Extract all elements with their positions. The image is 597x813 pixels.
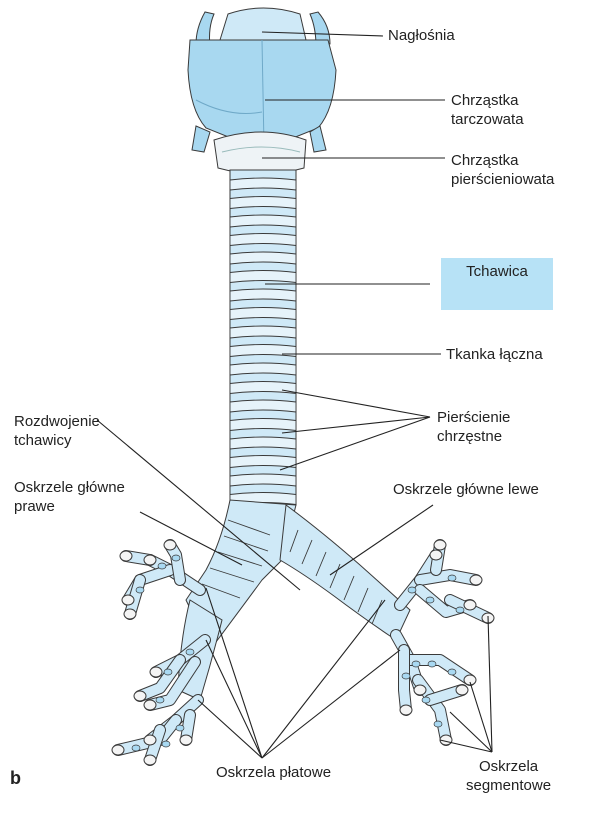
cartilage-plate bbox=[456, 607, 464, 613]
cartilage-ring bbox=[230, 234, 296, 246]
cartilage-ring bbox=[230, 289, 296, 301]
cartilage-ring bbox=[230, 419, 296, 431]
larynx bbox=[188, 8, 336, 174]
cartilage-ring bbox=[230, 197, 296, 209]
cut-end bbox=[122, 595, 134, 605]
cartilage-plate bbox=[164, 669, 172, 675]
panel-letter: b bbox=[10, 768, 21, 789]
label-oskrzela-platowe: Oskrzela płatowe bbox=[216, 763, 331, 782]
cartilage-ring bbox=[230, 326, 296, 338]
cut-end bbox=[112, 745, 124, 755]
label-tchawica-highlight: Tchawica bbox=[441, 258, 553, 310]
cartilage-plate bbox=[158, 563, 166, 569]
cartilage-plate bbox=[156, 697, 164, 703]
cartilage-plate bbox=[422, 697, 430, 703]
cut-end bbox=[144, 555, 156, 565]
cartilage-ring bbox=[230, 215, 296, 227]
label-chrzastka-pierscieniowata: Chrząstka pierścieniowata bbox=[451, 151, 554, 189]
cartilage-ring bbox=[230, 363, 296, 375]
label-rozdwojenie-tchawicy: Rozdwojenie tchawicy bbox=[14, 412, 100, 450]
cut-end bbox=[430, 550, 442, 560]
cut-end bbox=[464, 600, 476, 610]
cartilage-ring bbox=[230, 474, 296, 486]
cartilage-plate bbox=[132, 745, 140, 751]
cartilage-ring bbox=[230, 178, 296, 190]
cartilage-ring bbox=[230, 271, 296, 283]
cut-end bbox=[414, 685, 426, 695]
trachea bbox=[230, 170, 296, 505]
cut-end bbox=[144, 735, 156, 745]
left-main-bronchus bbox=[280, 505, 410, 640]
cut-end bbox=[470, 575, 482, 585]
label-chrzastka-tarczowata: Chrząstka tarczowata bbox=[451, 91, 524, 129]
cartilage-plate bbox=[172, 555, 180, 561]
label-naglosnia: Nagłośnia bbox=[388, 26, 455, 45]
label-tkanka-laczna: Tkanka łączna bbox=[446, 345, 543, 364]
cartilage-plate bbox=[176, 725, 184, 731]
label-oskrzela-segmentowe: Oskrzela segmentowe bbox=[466, 757, 551, 795]
cut-end bbox=[456, 685, 468, 695]
cartilage-ring bbox=[230, 345, 296, 357]
cartilage-ring bbox=[230, 382, 296, 394]
cut-end bbox=[164, 540, 176, 550]
bronchus-fill bbox=[404, 650, 406, 710]
cut-end bbox=[124, 609, 136, 619]
cricoid-cartilage-shape bbox=[214, 132, 306, 174]
cartilage-plate bbox=[434, 721, 442, 727]
cartilage-plate bbox=[426, 597, 434, 603]
cartilage-plate bbox=[162, 741, 170, 747]
cartilage-ring bbox=[230, 437, 296, 449]
cartilage-plate bbox=[136, 587, 144, 593]
cut-end bbox=[180, 735, 192, 745]
label-pierscienie-chrzestne: Pierścienie chrzęstne bbox=[437, 408, 510, 446]
cartilage-ring bbox=[230, 400, 296, 412]
cartilage-plate bbox=[408, 587, 416, 593]
cartilage-plate bbox=[412, 661, 420, 667]
cut-end bbox=[144, 700, 156, 710]
cut-end bbox=[120, 551, 132, 561]
cut-end bbox=[144, 755, 156, 765]
cut-end bbox=[150, 667, 162, 677]
label-tchawica: Tchawica bbox=[441, 263, 553, 280]
cartilage-ring bbox=[230, 308, 296, 320]
cartilage-plate bbox=[402, 673, 410, 679]
cartilage-plate bbox=[448, 669, 456, 675]
label-oskrzele-glowne-prawe: Oskrzele główne prawe bbox=[14, 478, 125, 516]
label-oskrzele-glowne-lewe: Oskrzele główne lewe bbox=[393, 480, 539, 499]
cartilage-plate bbox=[186, 649, 194, 655]
cut-end bbox=[434, 540, 446, 550]
cut-end bbox=[134, 691, 146, 701]
cartilage-plate bbox=[448, 575, 456, 581]
cartilage-plate bbox=[428, 661, 436, 667]
cartilage-ring bbox=[230, 252, 296, 264]
cartilage-ring bbox=[230, 456, 296, 468]
cut-end bbox=[400, 705, 412, 715]
